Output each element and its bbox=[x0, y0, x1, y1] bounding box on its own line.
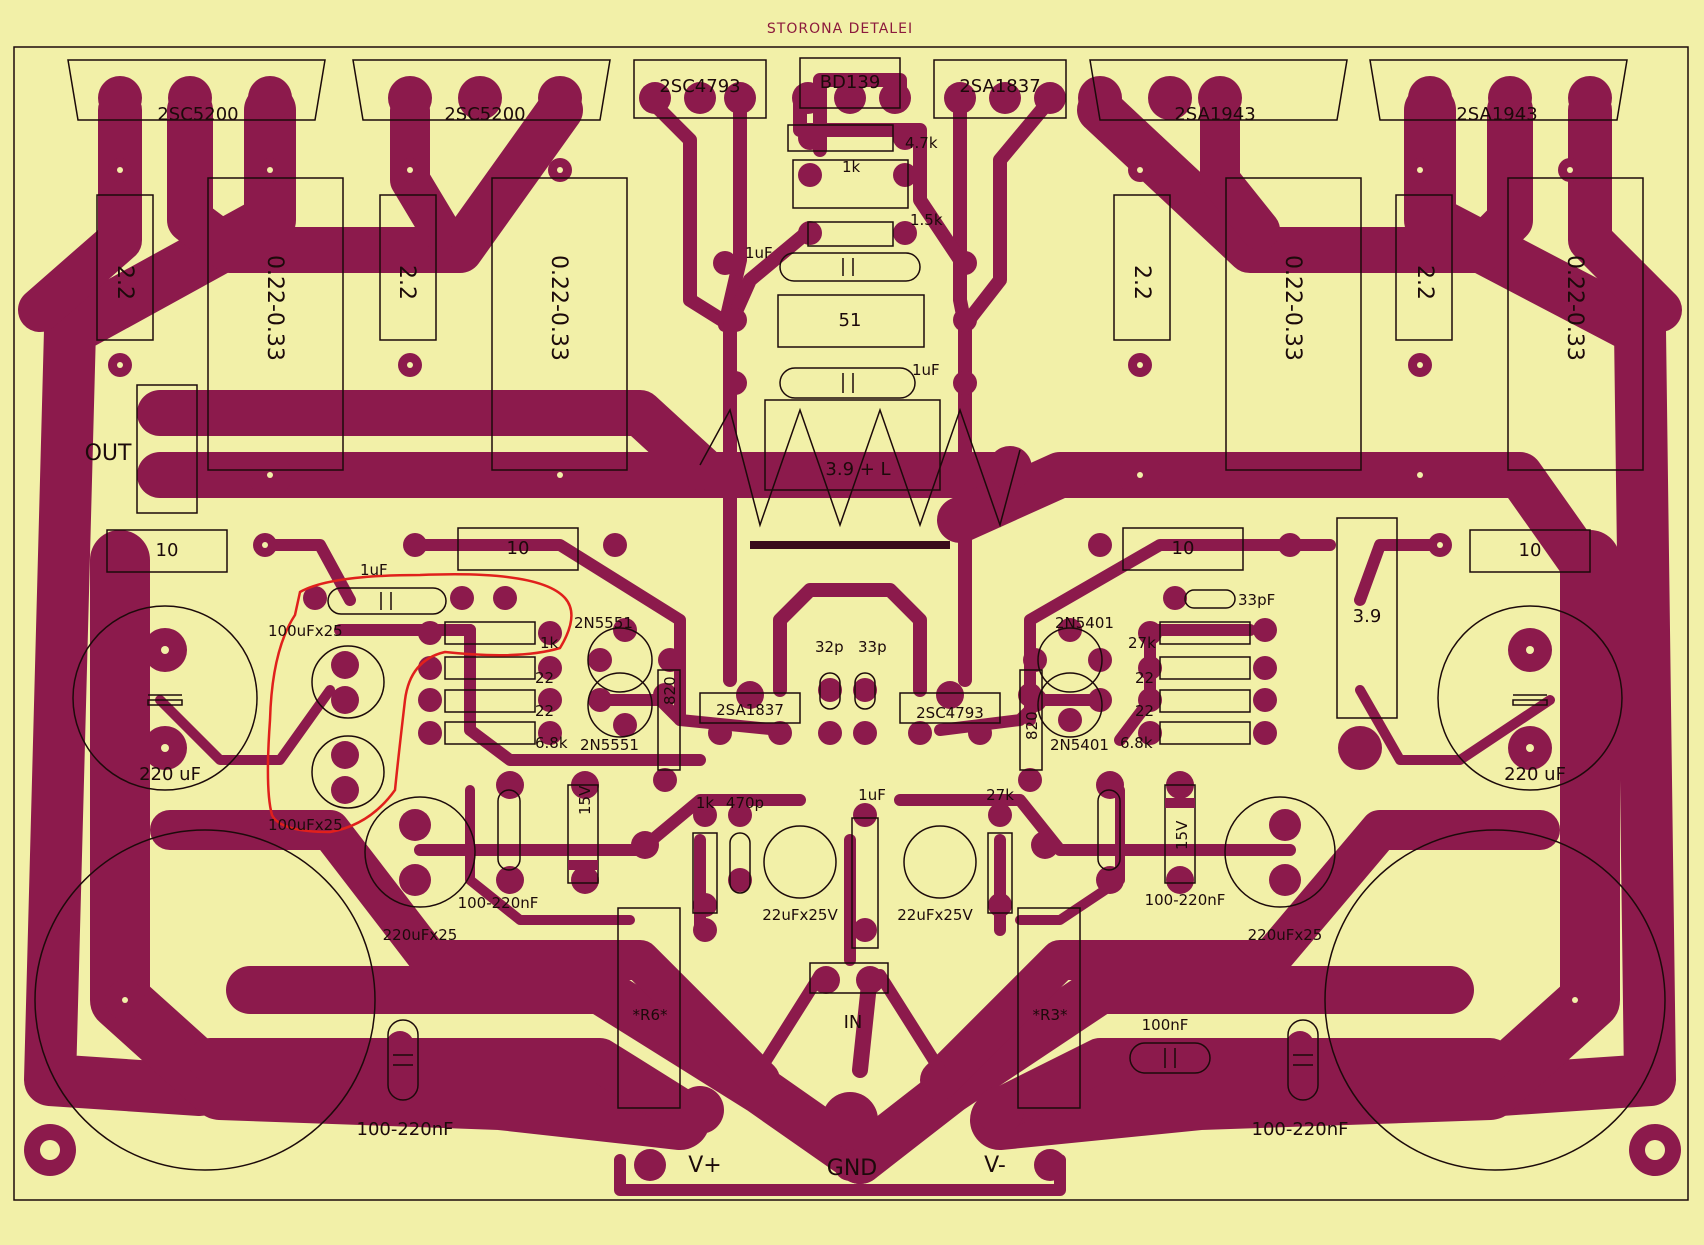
label-r033d: 0.22-0.33 bbox=[1562, 255, 1587, 361]
label-q-2sc4793b: 2SC4793 bbox=[916, 704, 984, 722]
label-c22b: 22uFx25V bbox=[897, 906, 973, 924]
label-r47k: 4.7k bbox=[905, 134, 938, 152]
label-c220x25-l: 220uFx25 bbox=[383, 926, 458, 944]
label-c100nf: 100nF bbox=[1142, 1016, 1189, 1034]
board-outline bbox=[13, 46, 1689, 1201]
label-r3: *R3* bbox=[1033, 1006, 1068, 1024]
label-r51: 51 bbox=[839, 310, 862, 331]
board-title: STORONA DETALEI bbox=[767, 21, 913, 37]
label-c100nf-r-1: 100-220nF bbox=[1145, 891, 1226, 909]
label-q-2n5551b: 2N5551 bbox=[580, 736, 639, 754]
highlight-outline bbox=[266, 572, 573, 834]
label-c32p: 32p bbox=[815, 638, 844, 656]
label-c1uf-mid: 1uF bbox=[912, 361, 940, 379]
label-c1uf-l: 1uF bbox=[360, 561, 388, 579]
label-r22b: 2.2 bbox=[394, 265, 419, 300]
label-r10a: 10 bbox=[156, 540, 179, 561]
label-c33pf: 33pF bbox=[1238, 591, 1275, 609]
label-c220-r: 220 uF bbox=[1504, 764, 1566, 785]
label-r033a: 0.22-0.33 bbox=[262, 255, 287, 361]
label-coil: 3.9 + L bbox=[825, 459, 890, 480]
label-q-2n5551a: 2N5551 bbox=[574, 614, 633, 632]
label-in: IN bbox=[844, 1012, 863, 1033]
label-r22a: 2.2 bbox=[112, 265, 137, 300]
label-q-2n5401a: 2N5401 bbox=[1055, 614, 1114, 632]
label-c22a: 22uFx25V bbox=[762, 906, 838, 924]
label-r10d: 10 bbox=[1519, 540, 1542, 561]
label-r820b: 820 bbox=[1023, 711, 1041, 740]
component-labels: 2SC5200 2SC5200 2SC4793 BD139 2SA1837 2S… bbox=[85, 72, 1587, 1181]
label-r68k-l: 6.8k bbox=[535, 734, 568, 752]
label-q5: 2SA1837 bbox=[959, 76, 1040, 97]
label-q7: 2SA1943 bbox=[1456, 104, 1537, 125]
label-c100a: 100uFx25 bbox=[268, 622, 343, 640]
label-r68k-r: 6.8k bbox=[1120, 734, 1153, 752]
label-q2: 2SC5200 bbox=[444, 104, 525, 125]
label-q-2sa1837b: 2SA1837 bbox=[716, 701, 784, 719]
label-r6: *R6* bbox=[633, 1006, 668, 1024]
label-r27k-r: 27k bbox=[1128, 634, 1156, 652]
label-c33p: 33p bbox=[858, 638, 887, 656]
label-gnd: GND bbox=[827, 1156, 877, 1181]
label-c100nf-l-1: 100-220nF bbox=[458, 894, 539, 912]
label-r39-r: 3.9 bbox=[1353, 606, 1382, 627]
label-r1k-top: 1k bbox=[842, 158, 861, 176]
label-r15k: 1.5k bbox=[910, 211, 943, 229]
drill-holes bbox=[117, 167, 1578, 1003]
label-r033c: 0.22-0.33 bbox=[1280, 255, 1305, 361]
label-r22d: 2.2 bbox=[1412, 265, 1437, 300]
label-r10c: 10 bbox=[1172, 538, 1195, 559]
label-q4: BD139 bbox=[820, 72, 881, 93]
label-r22-l1: 22 bbox=[535, 669, 554, 687]
label-c100b: 100uFx25 bbox=[268, 816, 343, 834]
label-r820a: 820 bbox=[661, 676, 679, 705]
label-q3: 2SC4793 bbox=[659, 76, 740, 97]
label-vplus: V+ bbox=[688, 1153, 721, 1178]
label-q-2n5401b: 2N5401 bbox=[1050, 736, 1109, 754]
label-r1k-l: 1k bbox=[540, 634, 559, 652]
label-c470p: 470p bbox=[726, 794, 764, 812]
label-c1uf-b: 1uF bbox=[858, 786, 886, 804]
label-r1k-b: 1k bbox=[696, 794, 715, 812]
label-z15v-l: 15V bbox=[576, 785, 594, 815]
label-r10b: 10 bbox=[507, 538, 530, 559]
label-vminus: V- bbox=[984, 1153, 1006, 1178]
label-q6: 2SA1943 bbox=[1174, 104, 1255, 125]
label-c1uf-top: 1uF bbox=[745, 244, 773, 262]
label-r033b: 0.22-0.33 bbox=[546, 255, 571, 361]
label-c100-220-r: 100-220nF bbox=[1252, 1119, 1349, 1140]
label-q1: 2SC5200 bbox=[157, 104, 238, 125]
label-out: OUT bbox=[85, 441, 132, 466]
label-r22-l2: 22 bbox=[535, 702, 554, 720]
label-c220x25-r: 220uFx25 bbox=[1248, 926, 1323, 944]
label-r22-r1: 22 bbox=[1135, 669, 1154, 687]
label-c100-220-l: 100-220nF bbox=[357, 1119, 454, 1140]
label-r22-r2: 22 bbox=[1135, 702, 1154, 720]
silkscreen bbox=[34, 57, 1666, 1171]
label-r27k-b: 27k bbox=[986, 786, 1014, 804]
label-c220-l: 220 uF bbox=[139, 764, 201, 785]
label-z15v-r: 15V bbox=[1173, 820, 1191, 850]
label-r22c: 2.2 bbox=[1129, 265, 1154, 300]
